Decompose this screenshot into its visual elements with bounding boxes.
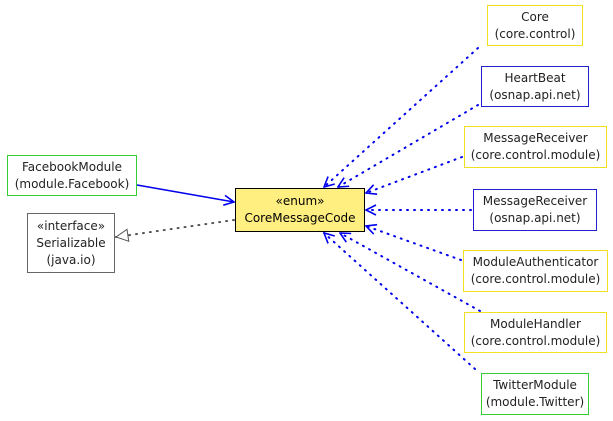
interface-stereotype: «interface» [36, 218, 106, 233]
interface-serializable[interactable]: «interface» Serializable (java.io) [27, 213, 115, 273]
class-package: (osnap.api.net) [489, 87, 581, 102]
class-package: (module.Facebook) [14, 176, 130, 191]
interface-package: (java.io) [46, 252, 96, 267]
edge-facebook-to-enum [136, 184, 234, 202]
class-name: HeartBeat [504, 70, 566, 85]
class-message-receiver-core[interactable]: MessageReceiver (core.control.module) [464, 126, 607, 168]
class-package: (core.control.module) [470, 333, 601, 348]
class-package: (core.control.module) [470, 148, 601, 162]
edge-core-to-enum [324, 47, 479, 187]
class-message-receiver-osnap[interactable]: MessageReceiver (osnap.api.net) [473, 189, 597, 231]
class-name: Core [521, 9, 549, 24]
enum-core-message-code[interactable]: «enum» CoreMessageCode [235, 188, 365, 232]
class-package: (core.control.module) [470, 272, 601, 286]
class-name: ModuleHandler [490, 316, 581, 331]
enum-stereotype: «enum» [275, 194, 325, 208]
class-package: (core.control) [494, 26, 576, 41]
class-heartbeat[interactable]: HeartBeat (osnap.api.net) [481, 66, 589, 107]
class-package: (osnap.api.net) [489, 211, 581, 225]
class-module-handler[interactable]: ModuleHandler (core.control.module) [464, 312, 607, 353]
class-package: (module.Twitter) [485, 395, 585, 409]
class-facebook-module[interactable]: FacebookModule (module.Facebook) [7, 155, 137, 196]
class-twitter-module[interactable]: TwitterModule (module.Twitter) [481, 373, 589, 415]
edges-layer [116, 47, 481, 370]
class-name: ModuleAuthenticator [472, 255, 599, 269]
edge-msgrecv-core-to-enum [366, 156, 463, 193]
edge-modauth-to-enum [366, 226, 462, 261]
class-name: FacebookModule [21, 159, 123, 174]
class-name: TwitterModule [493, 378, 577, 392]
class-name: MessageReceiver [483, 131, 588, 145]
edge-modhandler-to-enum [340, 232, 481, 312]
class-module-authenticator[interactable]: ModuleAuthenticator (core.control.module… [463, 250, 608, 292]
edge-enum-implements-serializable [116, 219, 235, 237]
interface-name: Serializable [36, 235, 106, 250]
class-name: MessageReceiver [482, 194, 588, 208]
enum-name: CoreMessageCode [244, 211, 356, 225]
edge-heartbeat-to-enum [338, 104, 479, 188]
edge-twitter-to-enum [324, 233, 476, 370]
class-core[interactable]: Core (core.control) [487, 5, 583, 46]
